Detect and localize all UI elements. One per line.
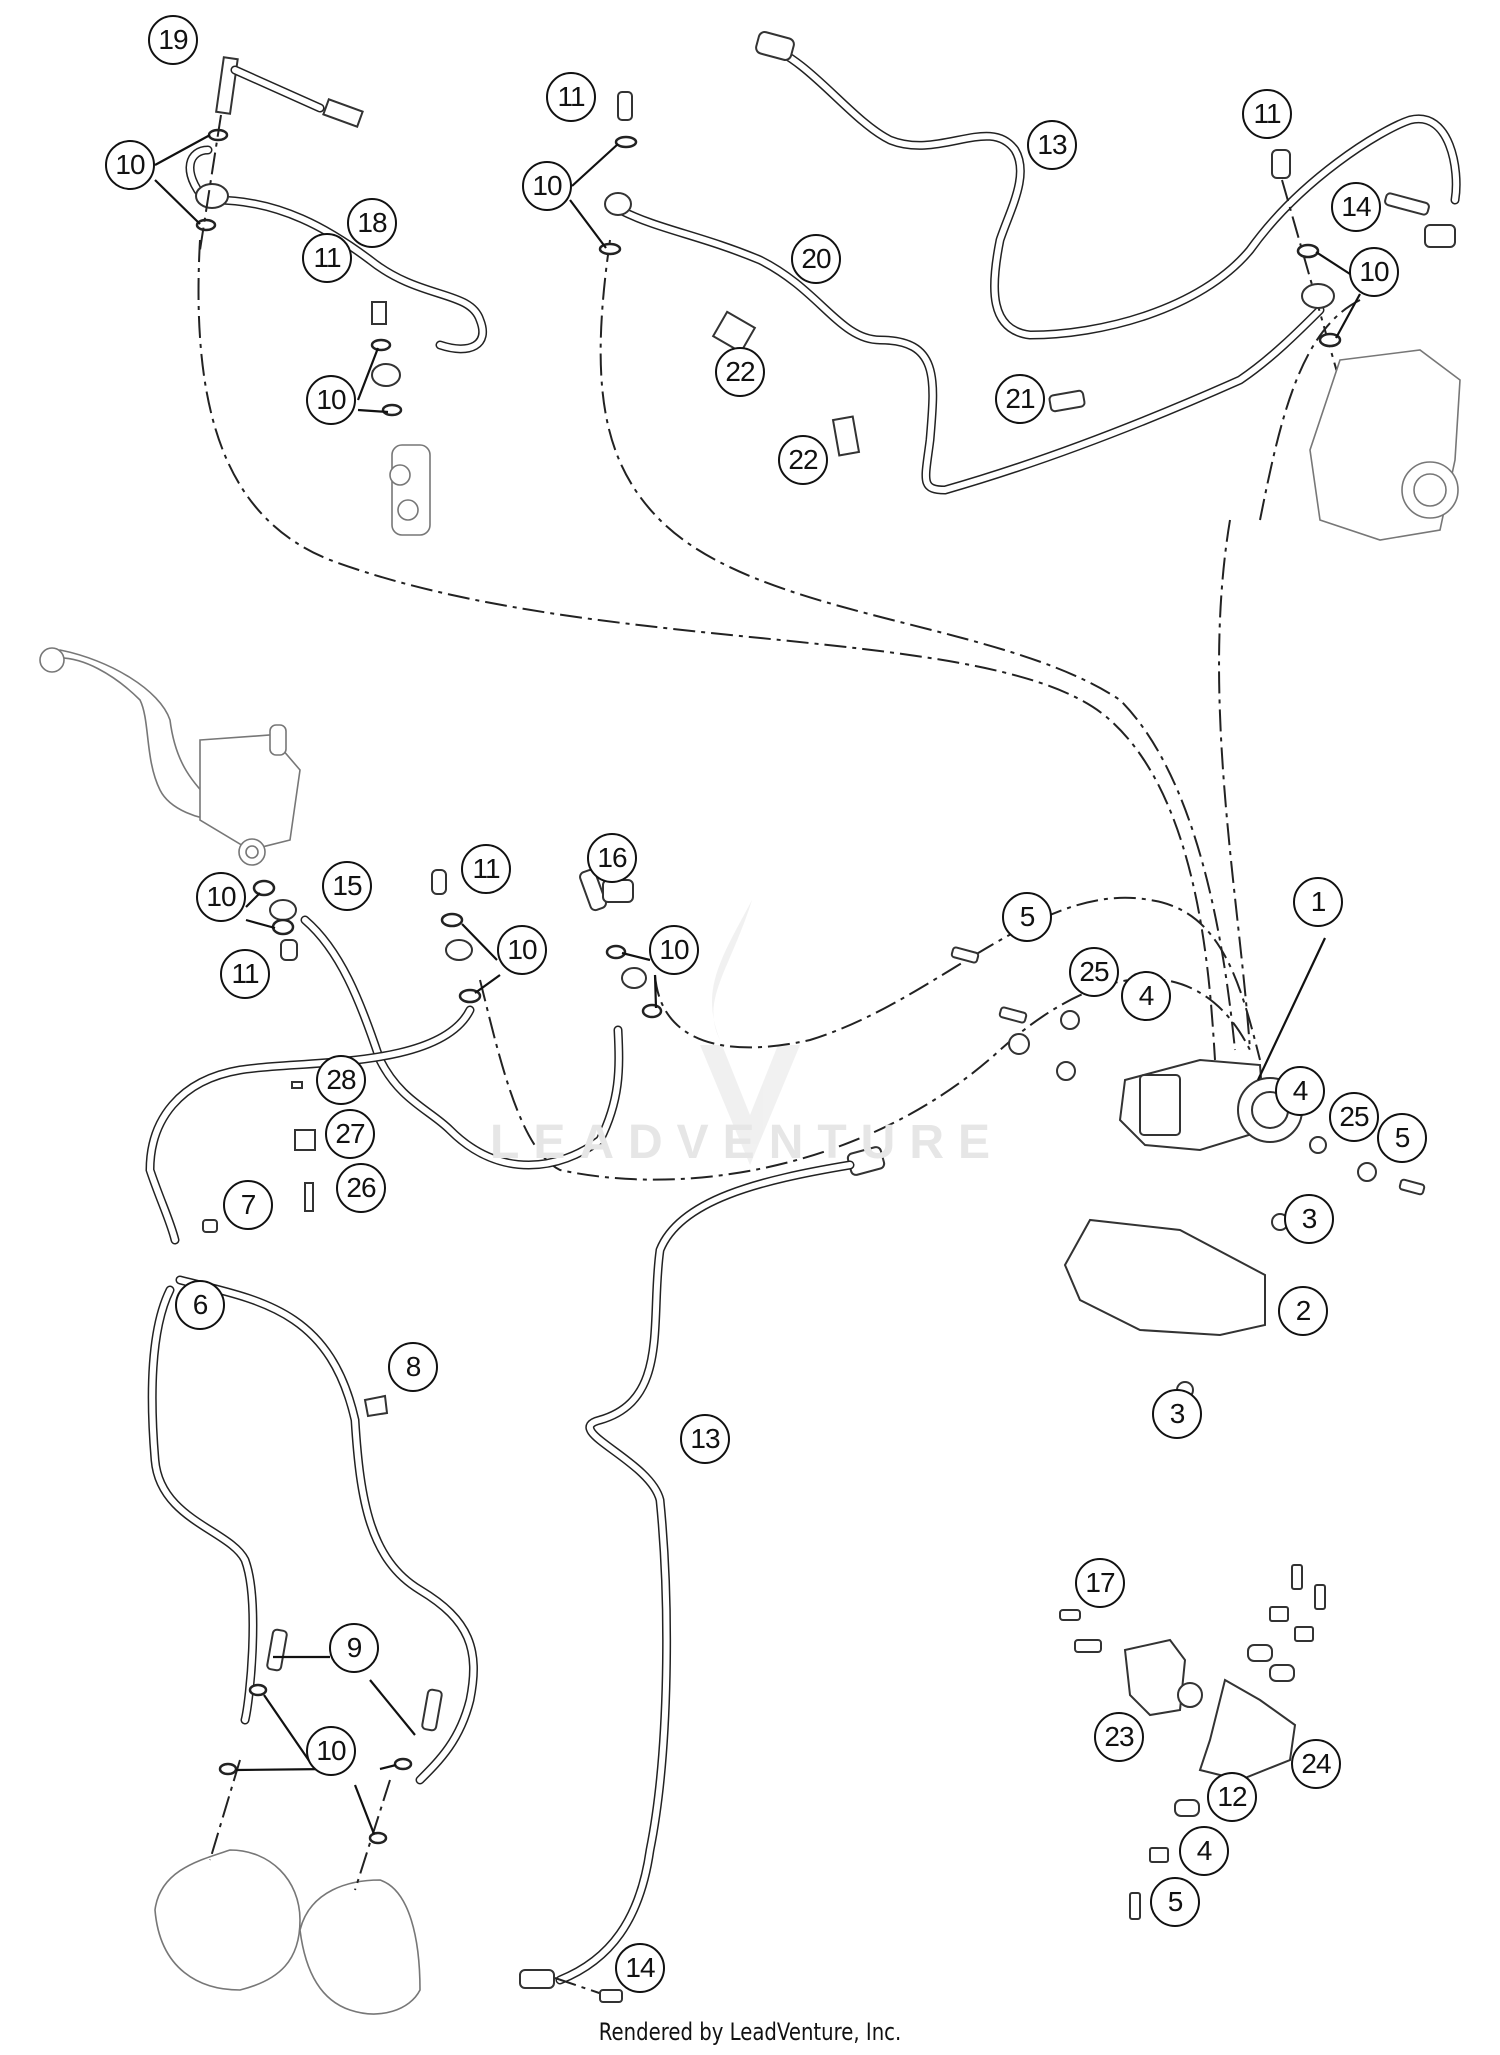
callout-part-26[interactable]: 26 bbox=[336, 1163, 386, 1213]
footer-credit: Rendered by LeadVenture, Inc. bbox=[598, 2018, 902, 2046]
callout-part-12[interactable]: 12 bbox=[1207, 1772, 1257, 1822]
front-brake-lines bbox=[145, 868, 886, 1785]
callout-part-10[interactable]: 10 bbox=[306, 1726, 356, 1776]
callout-part-10[interactable]: 10 bbox=[497, 925, 547, 975]
callout-part-24[interactable]: 24 bbox=[1291, 1739, 1341, 1789]
callout-part-3[interactable]: 3 bbox=[1284, 1194, 1334, 1244]
callout-part-8[interactable]: 8 bbox=[388, 1342, 438, 1392]
callout-part-3[interactable]: 3 bbox=[1152, 1389, 1202, 1439]
callout-part-11[interactable]: 11 bbox=[302, 233, 352, 283]
front-brake-line-upper bbox=[569, 31, 1461, 495]
callout-part-13[interactable]: 13 bbox=[680, 1414, 730, 1464]
callout-part-27[interactable]: 27 bbox=[325, 1109, 375, 1159]
callout-part-7[interactable]: 7 bbox=[223, 1180, 273, 1230]
callout-part-14[interactable]: 14 bbox=[615, 1943, 665, 1993]
callout-part-25[interactable]: 25 bbox=[1069, 947, 1119, 997]
callout-part-11[interactable]: 11 bbox=[461, 844, 511, 894]
callout-part-4[interactable]: 4 bbox=[1275, 1066, 1325, 1116]
callout-part-16[interactable]: 16 bbox=[587, 833, 637, 883]
callout-part-10[interactable]: 10 bbox=[649, 925, 699, 975]
callout-part-18[interactable]: 18 bbox=[347, 198, 397, 248]
callout-part-4[interactable]: 4 bbox=[1121, 971, 1171, 1021]
callout-part-15[interactable]: 15 bbox=[322, 861, 372, 911]
callout-part-21[interactable]: 21 bbox=[995, 374, 1045, 424]
watermark-text: LEADVENTURE bbox=[490, 1116, 1005, 1169]
callout-part-22[interactable]: 22 bbox=[715, 347, 765, 397]
callout-part-28[interactable]: 28 bbox=[316, 1055, 366, 1105]
callout-part-1[interactable]: 1 bbox=[1293, 877, 1343, 927]
callout-part-19[interactable]: 19 bbox=[148, 15, 198, 65]
callout-part-10[interactable]: 10 bbox=[306, 375, 356, 425]
callout-part-20[interactable]: 20 bbox=[791, 234, 841, 284]
watermark-logo bbox=[700, 900, 800, 1165]
callout-part-9[interactable]: 9 bbox=[329, 1623, 379, 1673]
callout-part-6[interactable]: 6 bbox=[175, 1280, 225, 1330]
callout-part-4[interactable]: 4 bbox=[1179, 1826, 1229, 1876]
callout-part-2[interactable]: 2 bbox=[1278, 1286, 1328, 1336]
callout-part-5[interactable]: 5 bbox=[1002, 892, 1052, 942]
callout-part-17[interactable]: 17 bbox=[1075, 1558, 1125, 1608]
callout-part-10[interactable]: 10 bbox=[196, 872, 246, 922]
callout-part-22[interactable]: 22 bbox=[778, 435, 828, 485]
sensor-bracket-assembly bbox=[1059, 1564, 1326, 1920]
callout-part-11[interactable]: 11 bbox=[546, 72, 596, 122]
callout-part-11[interactable]: 11 bbox=[220, 949, 270, 999]
rear-brake-line-assembly bbox=[154, 56, 487, 536]
callout-part-11[interactable]: 11 bbox=[1242, 89, 1292, 139]
abs-unit bbox=[950, 937, 1426, 1399]
rear-caliper-assembly bbox=[1271, 149, 1461, 541]
front-brake-master-cylinder bbox=[39, 647, 301, 866]
callout-part-10[interactable]: 10 bbox=[105, 140, 155, 190]
callout-part-25[interactable]: 25 bbox=[1329, 1092, 1379, 1142]
front-calipers bbox=[154, 1628, 443, 2015]
callout-part-23[interactable]: 23 bbox=[1094, 1712, 1144, 1762]
callout-part-13[interactable]: 13 bbox=[1027, 120, 1077, 170]
callout-part-14[interactable]: 14 bbox=[1331, 182, 1381, 232]
callout-part-5[interactable]: 5 bbox=[1150, 1877, 1200, 1927]
callout-part-10[interactable]: 10 bbox=[1349, 247, 1399, 297]
callout-part-5[interactable]: 5 bbox=[1377, 1113, 1427, 1163]
callout-part-10[interactable]: 10 bbox=[522, 161, 572, 211]
